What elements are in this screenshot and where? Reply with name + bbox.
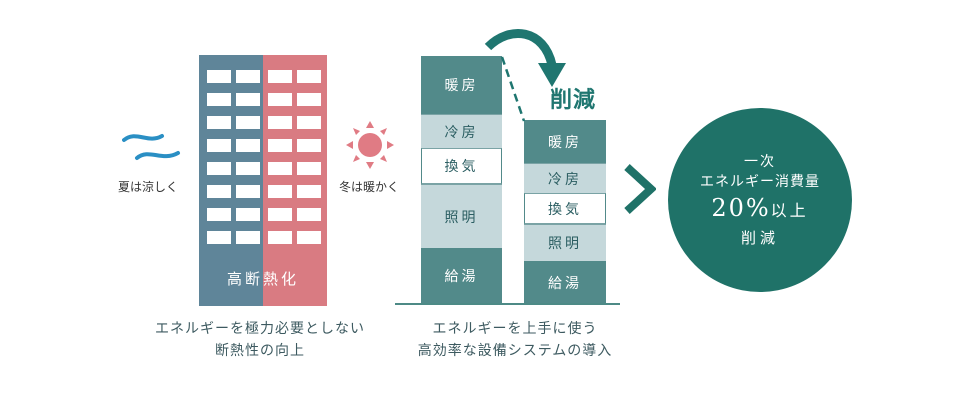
- window: [236, 185, 260, 198]
- window: [268, 231, 292, 244]
- chevron-right-icon: [624, 164, 656, 214]
- result-line2: エネルギー消費量: [700, 173, 820, 190]
- window: [297, 162, 321, 175]
- segment-ventilation: 換気: [524, 193, 606, 224]
- segment-cooling: 冷房: [421, 114, 502, 148]
- window: [207, 116, 231, 129]
- result-suffix: 以上: [770, 200, 809, 220]
- window: [236, 93, 260, 106]
- window: [297, 139, 321, 152]
- segment-cooling: 冷房: [524, 163, 606, 193]
- window: [268, 93, 292, 106]
- window: [268, 139, 292, 152]
- window: [207, 208, 231, 221]
- window: [207, 139, 231, 152]
- summer-label: 夏は涼しく: [118, 180, 179, 194]
- result-line4: 削減: [740, 228, 779, 247]
- segment-hot-water: 給湯: [524, 261, 606, 304]
- reduction-label: 削減: [550, 87, 597, 113]
- window: [236, 116, 260, 129]
- window: [268, 70, 292, 83]
- window: [297, 70, 321, 83]
- result-circle: 一次 エネルギー消費量 20%以上 削減: [668, 108, 852, 292]
- winter-label: 冬は暖かく: [339, 180, 400, 194]
- segment-hot-water: 給湯: [421, 248, 502, 304]
- left-caption-line1: エネルギーを極力必要としない: [155, 321, 365, 337]
- energy-bar-after: 暖房 冷房 換気 照明 給湯: [524, 120, 606, 304]
- segment-lighting: 照明: [421, 184, 502, 248]
- window: [297, 231, 321, 244]
- energy-bar-before: 暖房 冷房 換気 照明 給湯: [421, 56, 502, 304]
- window: [297, 185, 321, 198]
- result-percent-row: 20%以上: [711, 192, 808, 227]
- reduction-arrow-icon: [484, 29, 566, 122]
- window: [268, 116, 292, 129]
- segment-lighting: 照明: [524, 224, 606, 261]
- window: [268, 208, 292, 221]
- window: [297, 116, 321, 129]
- window: [236, 70, 260, 83]
- waves-icon: [122, 134, 180, 160]
- center-caption-line1: エネルギーを上手に使う: [432, 321, 598, 337]
- segment-ventilation: 換気: [421, 148, 502, 184]
- sun-icon: [346, 121, 394, 169]
- left-caption-line2: 断熱性の向上: [215, 343, 305, 359]
- center-caption: エネルギーを上手に使う 高効率な設備システムの導入: [400, 318, 630, 362]
- window: [207, 231, 231, 244]
- window: [236, 231, 260, 244]
- window: [207, 93, 231, 106]
- chart-baseline: [395, 303, 620, 305]
- window: [207, 162, 231, 175]
- left-caption: エネルギーを極力必要としない 断熱性の向上: [140, 318, 380, 362]
- window: [297, 93, 321, 106]
- window: [236, 139, 260, 152]
- building-label: 高断熱化: [226, 270, 299, 288]
- window: [297, 208, 321, 221]
- segment-heating: 暖房: [421, 56, 502, 114]
- window: [236, 208, 260, 221]
- window: [268, 185, 292, 198]
- window: [268, 162, 292, 175]
- insulated-building: 高断熱化: [199, 55, 327, 306]
- segment-heating: 暖房: [524, 120, 606, 163]
- window: [207, 70, 231, 83]
- window: [236, 162, 260, 175]
- window: [207, 185, 231, 198]
- result-percent: 20%: [711, 193, 771, 222]
- center-caption-line2: 高効率な設備システムの導入: [417, 343, 613, 359]
- result-line1: 一次: [744, 153, 776, 170]
